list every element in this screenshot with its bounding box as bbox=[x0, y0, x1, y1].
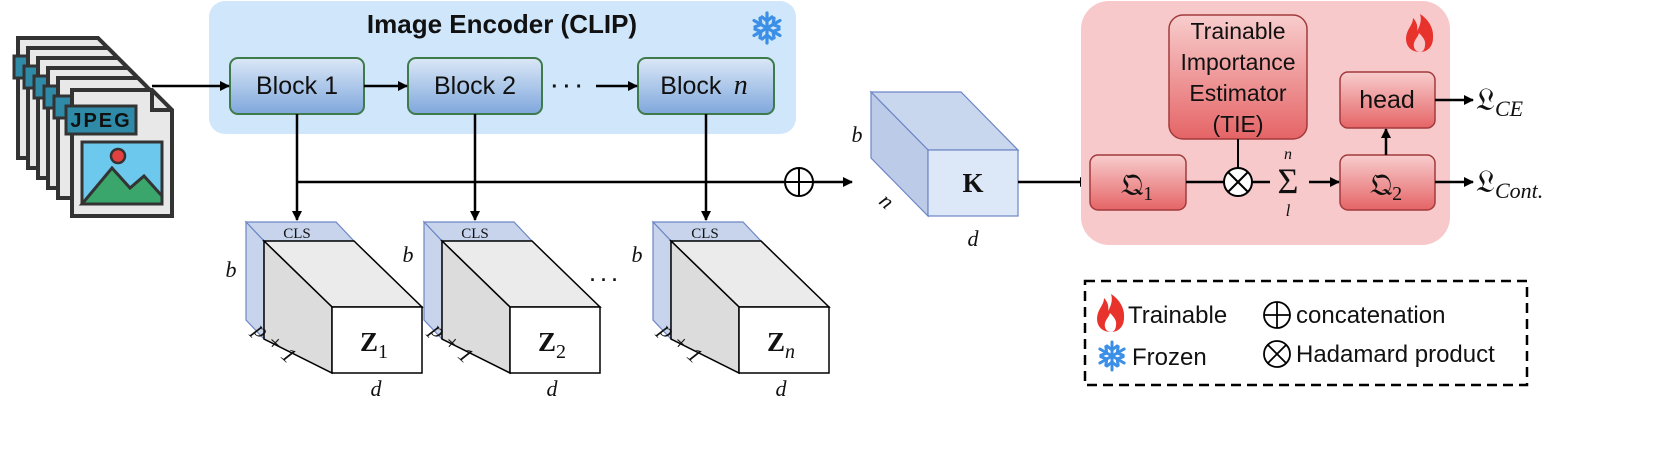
snowflake-icon bbox=[752, 11, 782, 45]
tensor-z1-cls: CLS bbox=[283, 226, 311, 242]
image-encoder-title: Image Encoder (CLIP) bbox=[367, 9, 637, 39]
encoder-ellipsis: · · · bbox=[551, 76, 582, 98]
legend-flame-icon bbox=[1097, 294, 1125, 332]
tensor-z1-sub: 1 bbox=[378, 341, 388, 363]
tensor-z2-b: b bbox=[403, 242, 414, 267]
q1-label: 𝔔 bbox=[1121, 169, 1144, 202]
block-n-var: n bbox=[734, 70, 748, 101]
tensor-k-label: K bbox=[962, 168, 983, 198]
sum-top: n bbox=[1284, 146, 1292, 163]
tensor-k-n: n bbox=[875, 188, 900, 214]
svg-text:Block n: Block n bbox=[660, 70, 747, 101]
q2-module: 𝔔2 bbox=[1339, 154, 1436, 211]
tensor-z2: CLS Z2 b p + 1 d bbox=[403, 220, 602, 401]
tensor-zn-cls: CLS bbox=[691, 226, 719, 242]
tensor-z1-b: b bbox=[226, 257, 237, 282]
loss-cont-label: 𝔏 bbox=[1476, 163, 1495, 199]
tie-line-3: Estimator bbox=[1189, 80, 1286, 106]
tensor-ellipsis: · · · bbox=[590, 270, 618, 290]
svg-text:𝔔2: 𝔔2 bbox=[1370, 169, 1402, 205]
svg-text:Zn: Zn bbox=[767, 327, 795, 363]
block-n: Block n bbox=[637, 57, 775, 115]
tensor-z1: CLS Z1 b p + 1 d bbox=[226, 220, 424, 401]
svg-text:Z1: Z1 bbox=[360, 327, 388, 363]
svg-text:Z2: Z2 bbox=[538, 327, 566, 363]
legend-frozen: Frozen bbox=[1132, 344, 1207, 371]
loss-ce-sub: CE bbox=[1495, 96, 1524, 121]
tie-line-2: Importance bbox=[1180, 49, 1295, 75]
tensor-z1-d: d bbox=[371, 376, 383, 401]
sum-bottom: l bbox=[1286, 201, 1291, 220]
q1-sub: 1 bbox=[1143, 183, 1153, 205]
sum-symbol: Σ bbox=[1278, 161, 1299, 201]
tensor-zn: CLS Zn b p + 1 d bbox=[632, 220, 831, 401]
legend-oplus-icon bbox=[1263, 301, 1291, 329]
svg-text:JPEG: JPEG bbox=[70, 110, 131, 132]
tensor-z2-sub: 2 bbox=[556, 341, 566, 363]
block-n-label: Block bbox=[660, 72, 722, 100]
tensor-zn-d: d bbox=[776, 376, 788, 401]
legend-trainable: Trainable bbox=[1128, 302, 1227, 329]
legend-snowflake-icon bbox=[1098, 340, 1126, 372]
concat-operator bbox=[784, 167, 814, 197]
head-module: head bbox=[1339, 71, 1436, 129]
loss-ce-label: 𝔏 bbox=[1476, 81, 1495, 117]
legend-otimes-icon bbox=[1263, 340, 1291, 368]
tensor-z2-label: Z bbox=[538, 327, 556, 357]
tensor-k: K b n d bbox=[852, 90, 1020, 251]
tensor-zn-b: b bbox=[632, 242, 643, 267]
block-1: Block 1 bbox=[229, 57, 365, 115]
q2-sub: 2 bbox=[1392, 183, 1402, 205]
tensor-zn-label: Z bbox=[767, 327, 785, 357]
block-2-label: Block 2 bbox=[434, 72, 516, 100]
jpeg-image-stack-icon: JPEG bbox=[12, 36, 174, 218]
svg-text:𝔏Cont.: 𝔏Cont. bbox=[1476, 163, 1543, 203]
svg-text:𝔏CE: 𝔏CE bbox=[1476, 81, 1524, 121]
hadamard-operator bbox=[1223, 167, 1253, 197]
tensor-k-d: d bbox=[968, 226, 980, 251]
head-label: head bbox=[1359, 86, 1415, 114]
block-1-label: Block 1 bbox=[256, 72, 338, 100]
legend-hadamard: Hadamard product bbox=[1296, 341, 1495, 368]
legend-box bbox=[1083, 279, 1529, 387]
tensor-z2-d: d bbox=[547, 376, 559, 401]
loss-cont-sub: Cont. bbox=[1495, 178, 1543, 203]
q1-module: 𝔔1 bbox=[1089, 154, 1187, 211]
tie-module: Trainable Importance Estimator (TIE) bbox=[1168, 14, 1308, 140]
tensor-z2-cls: CLS bbox=[461, 226, 489, 242]
tensor-zn-sub: n bbox=[785, 341, 795, 363]
tensor-k-b: b bbox=[852, 122, 863, 147]
legend-concatenation: concatenation bbox=[1296, 302, 1445, 329]
q2-label: 𝔔 bbox=[1370, 169, 1393, 202]
sum-operator: Σ n l bbox=[1278, 146, 1299, 220]
flame-icon bbox=[1406, 14, 1434, 52]
svg-text:𝔔1: 𝔔1 bbox=[1121, 169, 1153, 205]
block-2: Block 2 bbox=[407, 57, 543, 115]
tie-line-1: Trainable bbox=[1190, 18, 1285, 44]
tie-line-4: (TIE) bbox=[1212, 111, 1263, 137]
tensor-z1-label: Z bbox=[360, 327, 378, 357]
